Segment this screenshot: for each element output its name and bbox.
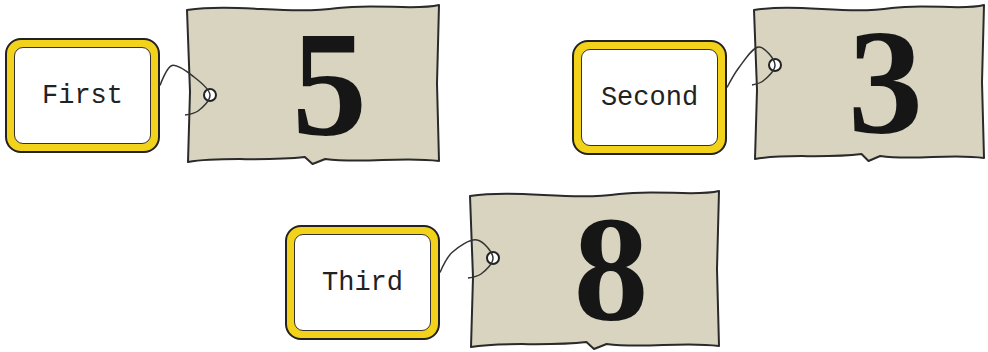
number-tag: 5 <box>185 2 440 165</box>
name-label: Second <box>572 40 727 155</box>
label-text: First <box>42 81 123 111</box>
label-face: Third <box>294 234 431 331</box>
label-text: Third <box>322 268 403 298</box>
name-label: Third <box>285 225 440 340</box>
number-tag: 8 <box>468 188 720 350</box>
name-label: First <box>5 38 160 153</box>
label-face: First <box>14 47 151 144</box>
tag-eyelet <box>204 89 216 101</box>
tag-eyelet <box>769 59 781 71</box>
tag-eyelet <box>487 252 499 264</box>
stencil-number: 5 <box>185 2 440 165</box>
label-face: Second <box>581 49 718 146</box>
stencil-number: 8 <box>468 188 720 350</box>
label-text: Second <box>601 83 698 113</box>
stencil-number: 3 <box>752 2 985 162</box>
number-tag: 3 <box>752 2 985 162</box>
